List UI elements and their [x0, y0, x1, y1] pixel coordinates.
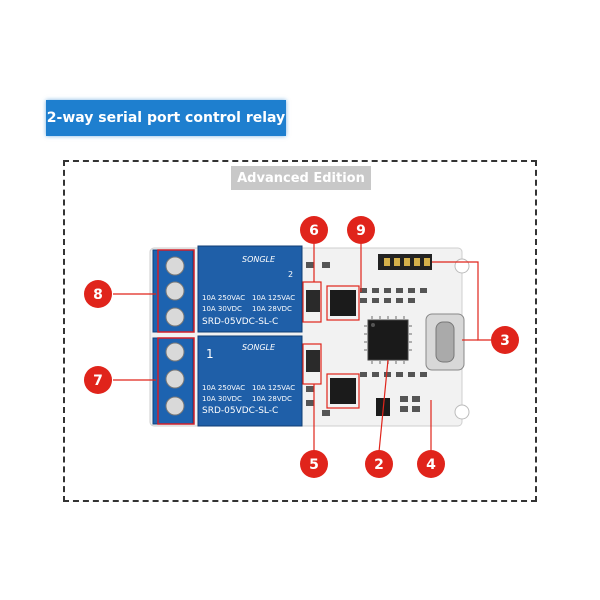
- relay-top: SONGLE 2 10A 250VAC 10A 125VAC 10A 30VDC…: [197, 245, 303, 333]
- callout-marker-6: 6: [300, 216, 328, 244]
- relay-spec: 10A 30VDC: [202, 305, 242, 313]
- callout-marker-8: 8: [84, 280, 112, 308]
- relay-model: SRD-05VDC-SL-C: [202, 317, 278, 327]
- callout-marker-2: 2: [365, 450, 393, 478]
- relay-mark: 1: [206, 347, 214, 361]
- edition-label: Advanced Edition: [231, 166, 371, 190]
- diode-bottom: [306, 350, 320, 372]
- svg-text:7: 7: [93, 373, 103, 389]
- callout-marker-5: 5: [300, 450, 328, 478]
- mcu-pins: [364, 316, 412, 364]
- product-frame: [63, 160, 537, 502]
- svg-text:6: 6: [309, 223, 319, 239]
- callout-marker-4: 4: [417, 450, 445, 478]
- svg-text:2: 2: [374, 457, 384, 473]
- title-banner: 2-way serial port control relay: [46, 100, 286, 136]
- edition-text: Advanced Edition: [237, 170, 365, 186]
- svg-text:8: 8: [93, 287, 103, 303]
- callout-marker-3: 3: [491, 326, 519, 354]
- callout-marker-9: 9: [347, 216, 375, 244]
- callout-marker-7: 7: [84, 366, 112, 394]
- diode-top: [306, 290, 320, 312]
- driver-chip-bottom: [330, 378, 356, 404]
- relay-spec: 10A 250VAC: [202, 294, 245, 302]
- relay-spec: 10A 30VDC: [202, 395, 242, 403]
- relay-spec: 10A 28VDC: [252, 395, 292, 403]
- relay-spec: 10A 125VAC: [252, 384, 295, 392]
- svg-text:4: 4: [426, 457, 436, 473]
- relay-model: SRD-05VDC-SL-C: [202, 406, 278, 416]
- svg-text:5: 5: [309, 457, 319, 473]
- mount-hole: [454, 404, 470, 420]
- pin-header: [378, 254, 432, 270]
- relay-bottom: SONGLE 1 10A 250VAC 10A 125VAC 10A 30VDC…: [197, 335, 303, 427]
- mcu-chip: [367, 319, 409, 361]
- mount-hole: [454, 258, 470, 274]
- relay-spec: 10A 28VDC: [252, 305, 292, 313]
- relay-brand: SONGLE: [242, 255, 276, 264]
- relay-mark: 2: [288, 270, 293, 279]
- terminal-screws: [165, 256, 185, 416]
- banner-title: 2-way serial port control relay: [46, 110, 286, 126]
- smd-components: [306, 262, 427, 416]
- relay-spec: 10A 250VAC: [202, 384, 245, 392]
- relay-spec: 10A 125VAC: [252, 294, 295, 302]
- relay-brand: SONGLE: [242, 343, 276, 352]
- driver-chip-top: [330, 290, 356, 316]
- callout-lines: [113, 244, 491, 456]
- svg-text:3: 3: [500, 333, 510, 349]
- svg-text:9: 9: [356, 223, 366, 239]
